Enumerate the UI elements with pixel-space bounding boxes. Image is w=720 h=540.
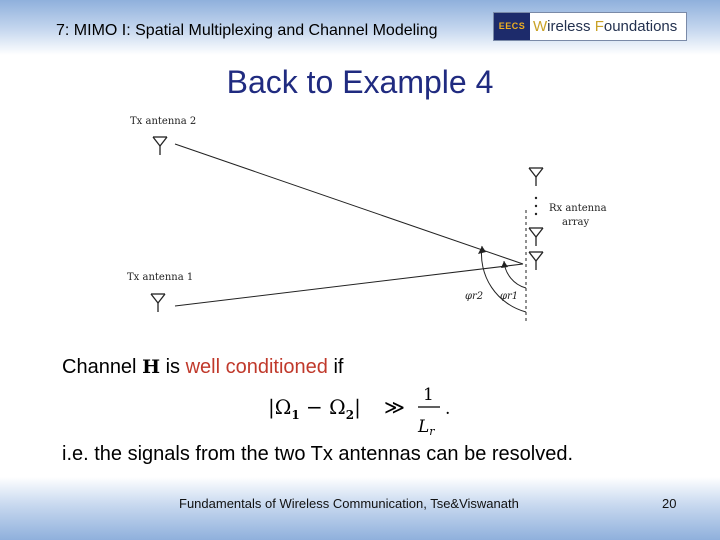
antenna-diagram: Tx antenna 2 Tx antenna 1 Rx ante: [127, 116, 607, 324]
rx-antenna-icon-top: [528, 167, 544, 186]
logo-word-rest-1: ireless: [547, 18, 595, 35]
formula-lhs-left: |Ω: [268, 395, 291, 420]
tx1-antenna-icon: [150, 293, 166, 312]
tx2-ray: [174, 143, 524, 265]
logo-initial-w: W: [533, 18, 548, 35]
condition-suffix: if: [327, 356, 344, 378]
formula-lhs-right: |: [354, 395, 361, 420]
resolution-formula: |Ω1 − Ω2| ≫ 1 Lr .: [268, 385, 450, 438]
logo-word-rest-2: oundations: [603, 18, 678, 35]
page-number: 20: [662, 496, 677, 511]
angle-phi-r1-label: φr1: [500, 291, 518, 302]
formula-sub1: 1: [291, 408, 299, 422]
header-title: 7: MIMO I: Spatial Multiplexing and Chan…: [56, 22, 438, 39]
formula-period: .: [445, 399, 450, 419]
angle-phi-r2-label: φr2: [465, 291, 483, 302]
condition-prefix: Channel: [62, 356, 143, 378]
angle-arc-small-arrowhead: [501, 261, 508, 268]
well-conditioned-highlight: well conditioned: [185, 356, 328, 378]
tx1-ray: [174, 263, 524, 307]
rx-label-line2: array: [562, 217, 589, 228]
tx2-label: Tx antenna 2: [130, 116, 196, 127]
condition-statement: Channel H is well conditioned if: [62, 356, 343, 379]
slide-title: Back to Example 4: [226, 64, 494, 100]
condition-mid: is: [160, 356, 186, 378]
formula-much-greater: ≫: [384, 395, 405, 419]
logo-initial-f: F: [594, 18, 604, 35]
formula-numerator: 1: [423, 385, 434, 405]
resolution-statement: i.e. the signals from the two Tx antenna…: [62, 443, 574, 465]
channel-symbol: H: [142, 356, 161, 378]
svg-text:Lr: Lr: [417, 417, 435, 438]
rx-antenna-icon-middle: [528, 227, 544, 246]
tx1-label: Tx antenna 1: [127, 272, 193, 283]
footer-citation: Fundamentals of Wireless Communication, …: [179, 496, 519, 511]
svg-text:|Ω1 − Ω2|: |Ω1 − Ω2|: [268, 395, 361, 422]
formula-denominator-sub: r: [429, 425, 435, 438]
eecs-logo: EECS: [494, 13, 530, 40]
logo-wordmark: Wireless Foundations: [533, 18, 677, 35]
angle-arc-large-arrowhead: [478, 246, 486, 254]
rx-array-dots: [534, 196, 538, 216]
rx-antenna-icon-bottom: [528, 251, 544, 270]
angle-arc-large: [480, 245, 527, 313]
formula-sub2: 2: [346, 408, 354, 422]
tx2-antenna-icon: [152, 136, 168, 155]
wireless-foundations-logo: EECS Wireless Foundations: [493, 12, 687, 41]
footer-bar: [0, 477, 720, 540]
formula-minus: − Ω: [300, 395, 346, 419]
formula-denominator: L: [417, 417, 429, 437]
rx-label-line1: Rx antenna: [549, 203, 607, 214]
